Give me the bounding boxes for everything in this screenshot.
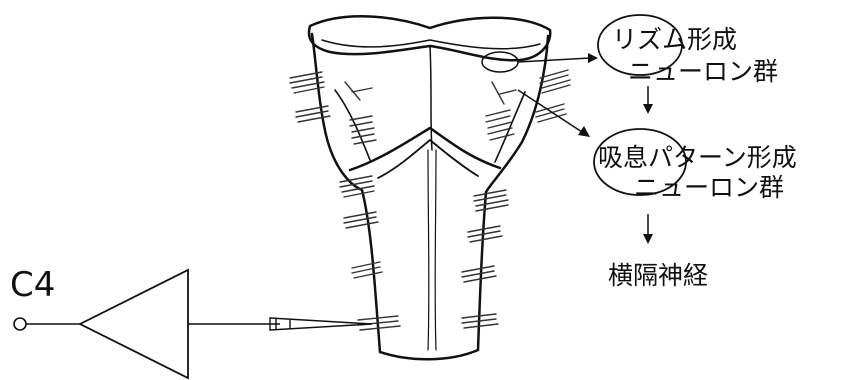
rhythm-generator-group: リズム形成 ニューロン群 bbox=[482, 15, 778, 86]
arrow-to-rhythm-head bbox=[588, 53, 598, 63]
amplifier-triangle bbox=[80, 270, 188, 378]
pattern-generator-label-line1: 吸息パターン形成 bbox=[598, 143, 797, 172]
rootlet-left-4 bbox=[344, 212, 378, 228]
electrode-tip bbox=[270, 318, 372, 330]
hatch-left-inner bbox=[350, 116, 376, 144]
spinal-midline bbox=[428, 150, 436, 350]
fourth-ventricle-right bbox=[495, 92, 525, 162]
pattern-generator-label-line2: ニューロン群 bbox=[634, 173, 784, 202]
phrenic-nerve-label: 横隔神経 bbox=[608, 261, 708, 290]
arrow-to-pattern bbox=[518, 90, 582, 132]
arrow-to-pattern-head bbox=[578, 126, 590, 137]
rootlet-right-6 bbox=[462, 314, 498, 328]
rhythm-generator-label-line2: ニューロン群 bbox=[628, 57, 778, 86]
rootlet-right-5 bbox=[462, 266, 496, 282]
rootlet-right-4 bbox=[468, 226, 502, 242]
neuron-branch-left bbox=[345, 82, 372, 100]
arrow-rhythm-to-pattern bbox=[643, 86, 653, 114]
hatch-right-inner bbox=[486, 110, 514, 140]
rootlet-right-3 bbox=[474, 190, 508, 211]
c4-label: C4 bbox=[10, 265, 55, 305]
c4-recording: C4 bbox=[10, 265, 372, 378]
rootlet-left-5 bbox=[352, 262, 382, 278]
c4-terminal bbox=[14, 318, 26, 330]
nerve-rootlets bbox=[290, 70, 570, 330]
rootlet-left-2 bbox=[296, 106, 330, 122]
spinal-cord-bottom bbox=[380, 350, 478, 359]
rhythm-source-ellipse bbox=[482, 52, 518, 72]
pattern-generator-group: 吸息パターン形成 ニューロン群 bbox=[518, 90, 797, 202]
midbrain-inner-line bbox=[322, 40, 540, 49]
midline-groove bbox=[430, 46, 432, 150]
neuron-branch-right bbox=[492, 82, 516, 104]
rhythm-generator-label-line1: リズム形成 bbox=[612, 25, 737, 54]
arrow-pattern-to-phrenic bbox=[643, 214, 653, 244]
